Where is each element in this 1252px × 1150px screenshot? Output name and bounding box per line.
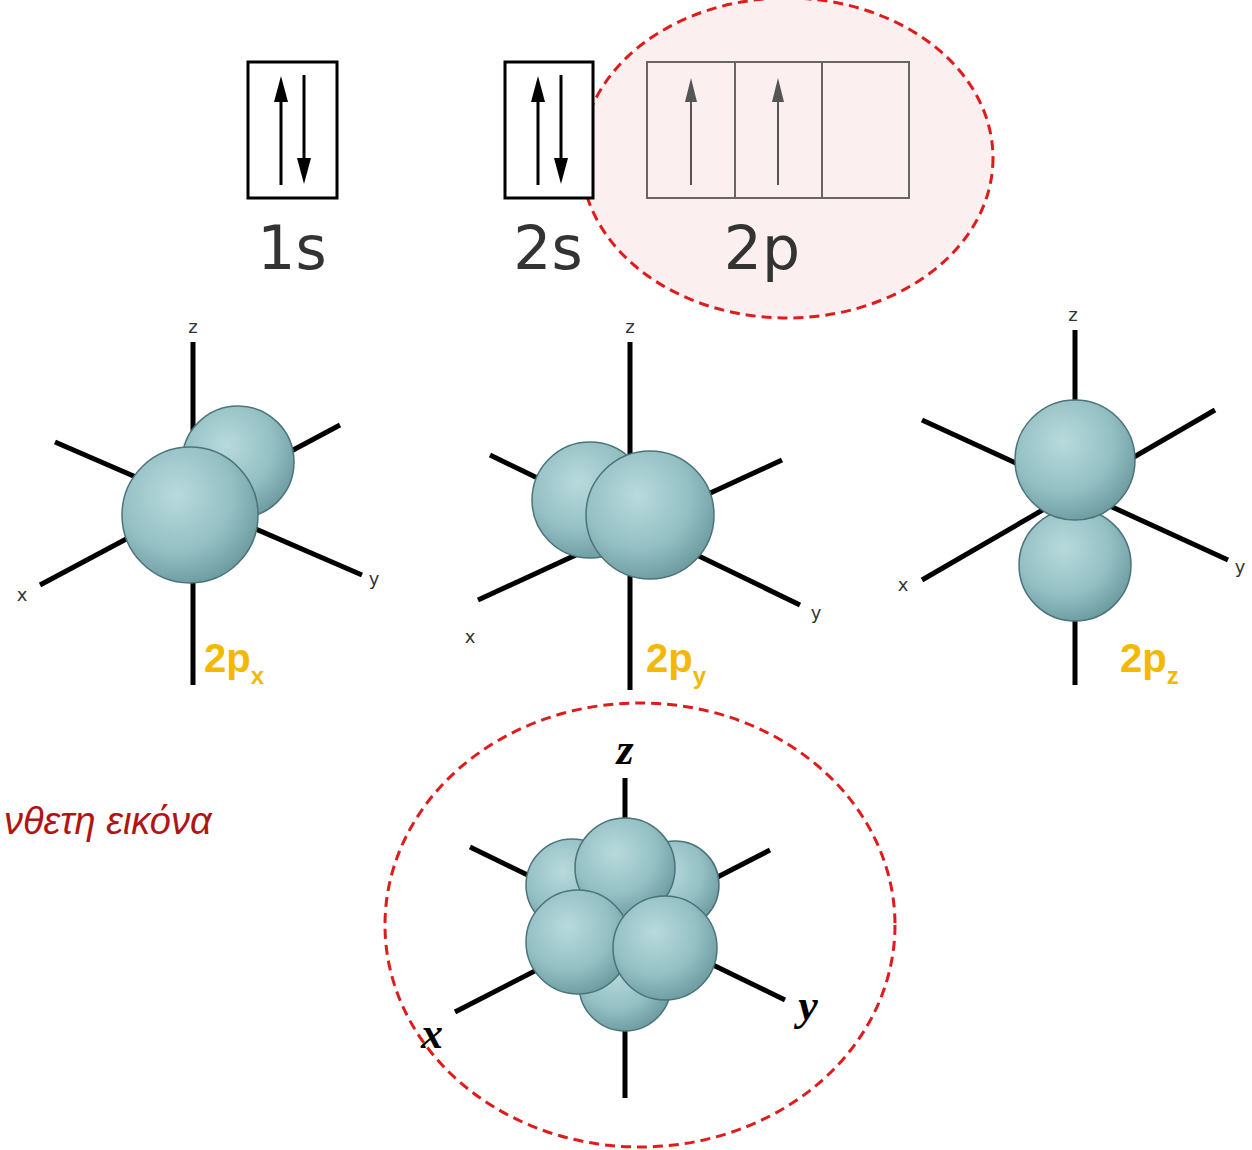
orbital-subscript: y: [693, 662, 706, 689]
axis-label: x: [465, 626, 476, 647]
orbital-boxes: [248, 62, 909, 198]
orbital-main: 2p: [1120, 636, 1167, 680]
subshell-label: 1s: [257, 218, 326, 278]
axis-label: x: [421, 1009, 443, 1058]
pz-orbital: [922, 330, 1228, 685]
axis-label: y: [798, 981, 818, 1030]
orbital-subscript: z: [1167, 662, 1179, 689]
axis-label: y: [369, 570, 380, 588]
axis-label: x: [465, 628, 476, 646]
composite-orbitals: [455, 778, 785, 1098]
axis-label: y: [798, 984, 818, 1028]
orbital-name: 2pz: [1120, 638, 1179, 678]
axis-label: z: [188, 316, 197, 337]
axis-label: z: [625, 316, 634, 337]
axis-label: y: [1235, 558, 1246, 576]
axis-label: z: [1068, 306, 1077, 324]
axis-label: y: [369, 568, 380, 589]
orbital-main: 2p: [204, 636, 251, 680]
orbital-subscript: x: [251, 662, 264, 689]
axis-label: x: [898, 576, 909, 594]
orbital-main: 2p: [646, 636, 693, 680]
axis-label: z: [616, 728, 633, 772]
subshell-label: 2s: [513, 213, 582, 283]
caption-note: νθετη εικόνα: [4, 800, 212, 842]
caption-note: νθετη εικόνα: [4, 802, 212, 840]
axis-label: y: [811, 604, 822, 622]
orbital-name: 2py: [646, 638, 706, 678]
axis-label: z: [625, 318, 634, 336]
axis-label: x: [17, 584, 28, 605]
subshell-label: 2p: [724, 218, 800, 278]
orbital-name: 2px: [204, 638, 264, 678]
axis-label: y: [811, 602, 822, 623]
px-orbital: [40, 342, 362, 685]
spin-arrows: [274, 75, 784, 185]
axis-label: y: [1235, 556, 1246, 577]
subshell-label: 1s: [257, 213, 326, 283]
axis-label: z: [188, 318, 197, 336]
axis-label: x: [17, 586, 28, 604]
subshell-label: 2p: [724, 213, 800, 283]
axis-label: z: [616, 725, 633, 774]
axis-label: x: [421, 1012, 443, 1056]
py-orbital: [478, 342, 800, 690]
highlight-ellipse: [581, 0, 993, 318]
highlight-ellipse: [385, 703, 895, 1147]
subshell-label: 2s: [513, 218, 582, 278]
axis-label: x: [898, 574, 909, 595]
axis-label: z: [1068, 304, 1077, 325]
